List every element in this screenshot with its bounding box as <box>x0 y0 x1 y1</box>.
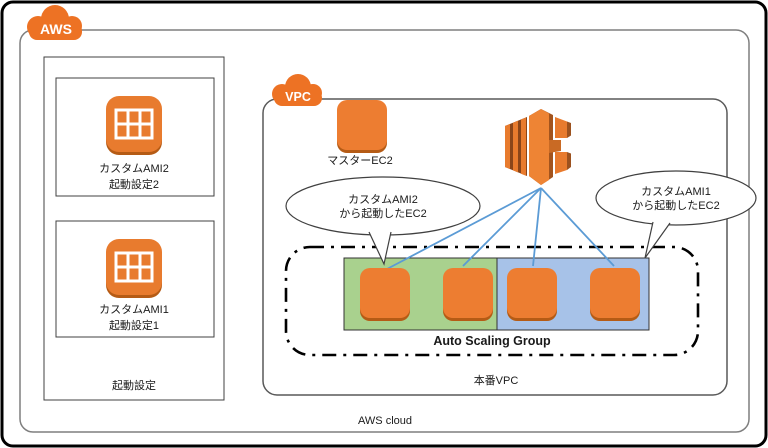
vpc-cloud-icon: VPC <box>272 74 322 106</box>
ami-name-label: カスタムAMI2 <box>99 162 169 175</box>
launch-config-label: 起動設定 <box>112 378 156 392</box>
callout-ami1-line2: から起動したEC2 <box>632 198 719 212</box>
callout-ami1: カスタムAMI1 から起動したEC2 <box>595 170 757 259</box>
launch-config-name-label: 起動設定1 <box>109 318 159 332</box>
callout-ami2-line2: から起動したEC2 <box>339 206 426 220</box>
aws-cloud-boundary <box>19 29 750 433</box>
vpc-badge-label: VPC <box>285 90 311 104</box>
master-ec2-icon <box>337 100 387 153</box>
aws-badge-label: AWS <box>40 21 72 37</box>
ec2-instance-icon <box>590 268 640 321</box>
master-ec2-label: マスターEC2 <box>327 154 392 167</box>
connector-line <box>532 187 542 267</box>
connector-line <box>540 187 615 267</box>
callout-ami1-line1: カスタムAMI1 <box>641 185 711 198</box>
ami-icon <box>106 239 162 298</box>
aws-cloud-label: AWS cloud <box>358 415 412 427</box>
launch-config-name-label: 起動設定2 <box>109 177 159 191</box>
ec2-instances-icon <box>505 109 571 185</box>
auto-scaling-group-border <box>284 245 700 357</box>
callout-ami2-line1: カスタムAMI2 <box>348 193 418 206</box>
ami-icon <box>106 96 162 155</box>
auto-scaling-group-label: Auto Scaling Group <box>433 334 551 348</box>
connector-lines <box>386 187 615 270</box>
ec2-instance-icon <box>360 268 410 321</box>
ami-name-label: カスタムAMI1 <box>99 303 169 316</box>
ec2-instance-icon <box>507 268 557 321</box>
launch-config-item-ami2: カスタムAMI2 起動設定2 <box>55 77 215 197</box>
connector-line <box>386 187 542 270</box>
vpc-label: 本番VPC <box>474 373 519 387</box>
callout-ami2: カスタムAMI2 から起動したEC2 <box>285 176 481 266</box>
aws-cloud-icon: AWS <box>27 5 82 40</box>
ec2-instance-icon <box>443 268 493 321</box>
launch-config-item-ami1: カスタムAMI1 起動設定1 <box>55 220 215 338</box>
connector-line <box>462 187 542 267</box>
